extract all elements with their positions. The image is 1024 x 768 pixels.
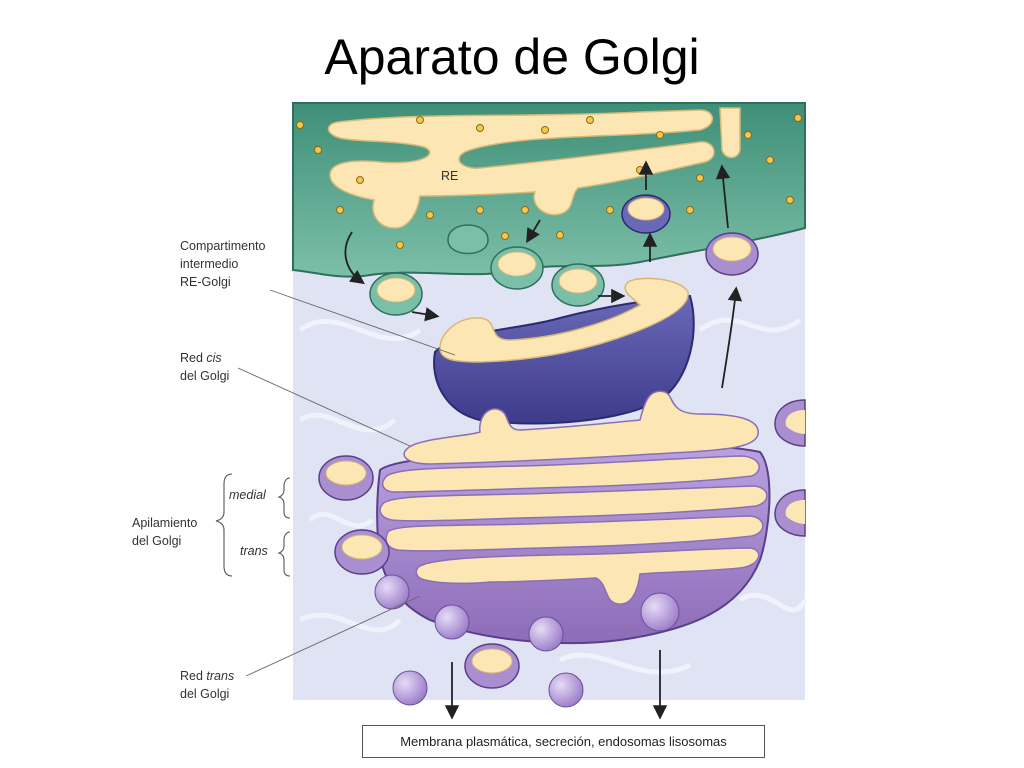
label-cis-line1: Red cis [180,351,222,365]
cisterna-5 [415,547,760,605]
brace-trans [277,531,291,577]
label-trans-italic: trans [206,669,234,683]
label-trans-prefix: Red [180,669,206,683]
secretory-granules [374,574,680,708]
cisterna-3 [379,485,768,522]
label-cis-prefix: Red [180,351,206,365]
cisterna-2 [382,455,760,493]
vesicle-blue-1 [621,194,671,234]
label-cis-italic: cis [206,351,221,365]
arrow-er-down [526,219,541,244]
brace-medial [277,477,291,519]
er-bud [447,224,489,255]
vesicle-green-1 [369,272,423,316]
label-compartment-line1: Compartimento [180,239,265,253]
vesicle-right-2 [774,489,806,537]
endoplasmic-reticulum [292,102,806,278]
cisterna-1 [403,390,759,465]
vesicle-bottom-1 [464,643,520,689]
label-trans-net-line2: del Golgi [180,687,229,701]
leader-compartment [269,289,456,356]
stack-braces [215,473,291,577]
vesicle-purple-1 [705,232,759,276]
label-trans: trans [240,544,268,558]
label-compartment-line3: RE-Golgi [180,275,231,289]
leader-cis [237,367,411,447]
slide-title: Aparato de Golgi [324,29,700,85]
label-cis-line2: del Golgi [180,369,229,383]
brace-outer [215,473,233,577]
arrow-er-to-intermediate [344,231,365,285]
side-vesicles [318,399,806,689]
vesicle-right-1 [774,399,806,447]
vesicle-green-2 [551,263,605,307]
label-trans-net-line1: Red trans [180,669,234,683]
destination-text: Membrana plasmática, secreción, endosoma… [400,734,727,749]
leader-lines [237,289,456,677]
arrow-stack-to-vesicle [721,286,743,389]
vesicle-left-2 [334,529,390,575]
label-stack-line1: Apilamiento [132,516,197,530]
background-swirls [298,317,808,675]
label-compartment-line2: intermedio [180,257,238,271]
arrow-intermediate-to-cis [411,307,440,322]
leader-trans [245,595,421,677]
vesicle-green-3 [490,246,544,290]
label-stack-line2: del Golgi [132,534,181,548]
transport-arrows [344,160,743,720]
er-label: RE [441,169,458,183]
cis-golgi-network [433,277,695,425]
transport-vesicles-top [369,194,759,316]
label-medial: medial [229,488,267,502]
destination-box: Membrana plasmática, secreción, endosoma… [362,725,765,758]
cisterna-4 [385,515,764,552]
vesicle-left-1 [318,455,374,501]
arrow-retrograde-purple [715,164,731,229]
golgi-stack [376,390,771,645]
